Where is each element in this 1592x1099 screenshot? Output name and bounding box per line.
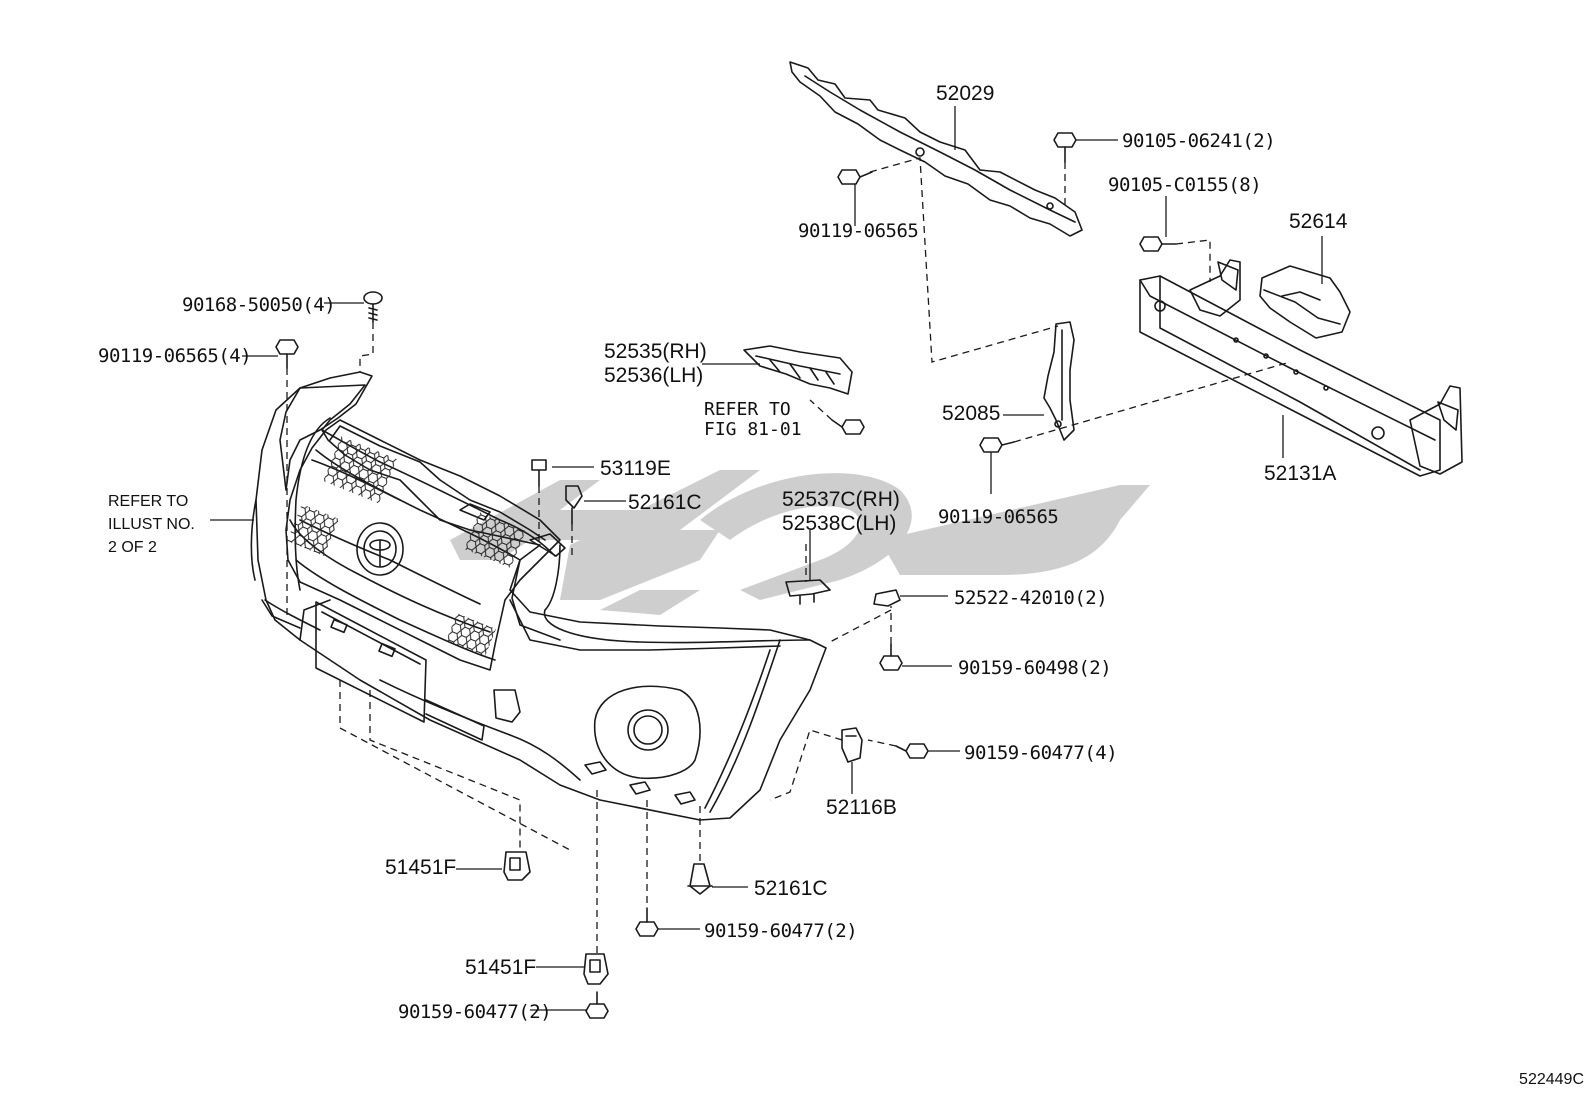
license-plate-bracket [315,601,485,741]
label-52614: 52614 [1289,210,1348,233]
label-90168-50050: 90168-50050(4) [182,294,336,316]
label-90119-06565-mid: 90119-06565 [938,506,1059,528]
watermark-logo [450,470,1150,615]
clip-52161c-bottom [687,863,713,895]
clip-53119e [531,459,547,487]
retainer-52116b [841,727,863,763]
label-51451f-b: 51451F [465,956,537,979]
label-52535: 52535(RH) [604,340,707,363]
bracket-52085 [1043,321,1075,441]
label-51451f-a: 51451F [385,856,457,879]
reinforcement-52131a [1139,259,1463,477]
dashed-guides [286,157,1291,954]
label-52522-42010: 52522-42010(2) [954,587,1108,609]
bolt-icons [275,132,1177,1019]
label-90105-06241: 90105-06241(2) [1122,130,1276,152]
label-52131a: 52131A [1264,462,1337,485]
label-52537c: 52537C(RH) [782,488,900,511]
label-90159-60498: 90159-60498(2) [958,657,1112,679]
support-52537c [785,579,831,605]
clip-52161c-top [565,485,583,525]
refer-fig-line1: REFER TO [704,399,791,420]
front-grille [285,419,566,671]
figure-id: 522449C [1519,1071,1584,1088]
label-52085: 52085 [942,402,1001,425]
leader-lines [210,106,1323,1011]
absorber-52614 [1259,265,1351,339]
label-90105-c0155: 90105-C0155(8) [1108,174,1262,196]
label-52029: 52029 [936,82,995,105]
label-90119-06565-top: 90119-06565 [798,220,919,242]
label-52161c-top: 52161C [628,491,702,514]
clip-51451f-b [583,953,609,985]
label-53119e: 53119E [600,457,671,480]
upper-support-52029 [789,61,1083,237]
refer-illust-line1: REFER TO [108,493,189,510]
refer-fig-line2: FIG 81-01 [704,419,802,440]
label-52116b: 52116B [826,796,897,819]
clip-51451f-a [503,851,531,881]
label-52536: 52536(LH) [604,364,704,387]
refer-illust-line2: ILLUST NO. [108,516,195,533]
label-90159-60477-2a: 90159-60477(2) [704,920,858,942]
label-90119-06565-4: 90119-06565(4) [98,345,252,367]
retainer-52535 [743,345,853,395]
label-90159-60477-4: 90159-60477(4) [964,742,1118,764]
label-90159-60477-2b: 90159-60477(2) [398,1001,552,1023]
label-52538c: 52538C(LH) [782,512,897,535]
label-52161c-bottom: 52161C [754,877,828,900]
clip-52522 [873,589,901,607]
refer-illust-line3: 2 OF 2 [108,539,157,556]
